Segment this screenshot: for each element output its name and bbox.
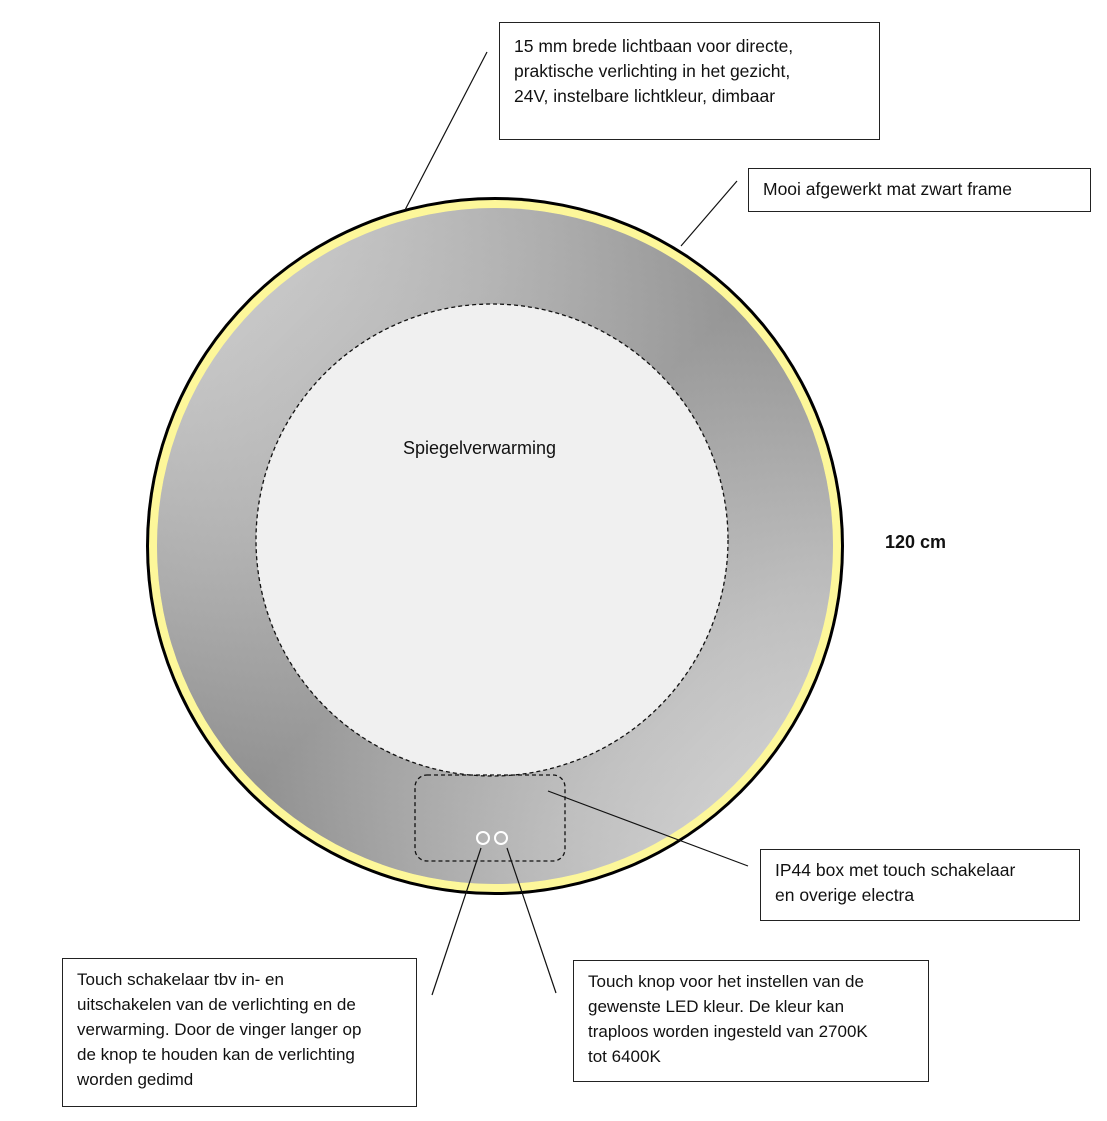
ip44-box-outline bbox=[414, 774, 566, 862]
leader-lines bbox=[404, 51, 749, 996]
touch-color-button bbox=[494, 831, 508, 845]
callout-touch-switch: Touch schakelaar tbv in- en uitschakelen… bbox=[62, 958, 417, 1107]
heating-zone bbox=[255, 303, 729, 777]
callout-light-strip: 15 mm brede lichtbaan voor directe, prak… bbox=[499, 22, 880, 140]
diameter-label: 120 cm bbox=[885, 532, 947, 552]
callout-touch-color: Touch knop voor het instellen van de gew… bbox=[573, 960, 929, 1082]
touch-switch-button bbox=[476, 831, 490, 845]
callout-frame: Mooi afgewerkt mat zwart frame bbox=[748, 168, 1091, 212]
heating-zone-label: Spiegelverwarming bbox=[403, 438, 557, 458]
callout-ip44-box: IP44 box met touch schakelaar en overige… bbox=[760, 849, 1080, 921]
